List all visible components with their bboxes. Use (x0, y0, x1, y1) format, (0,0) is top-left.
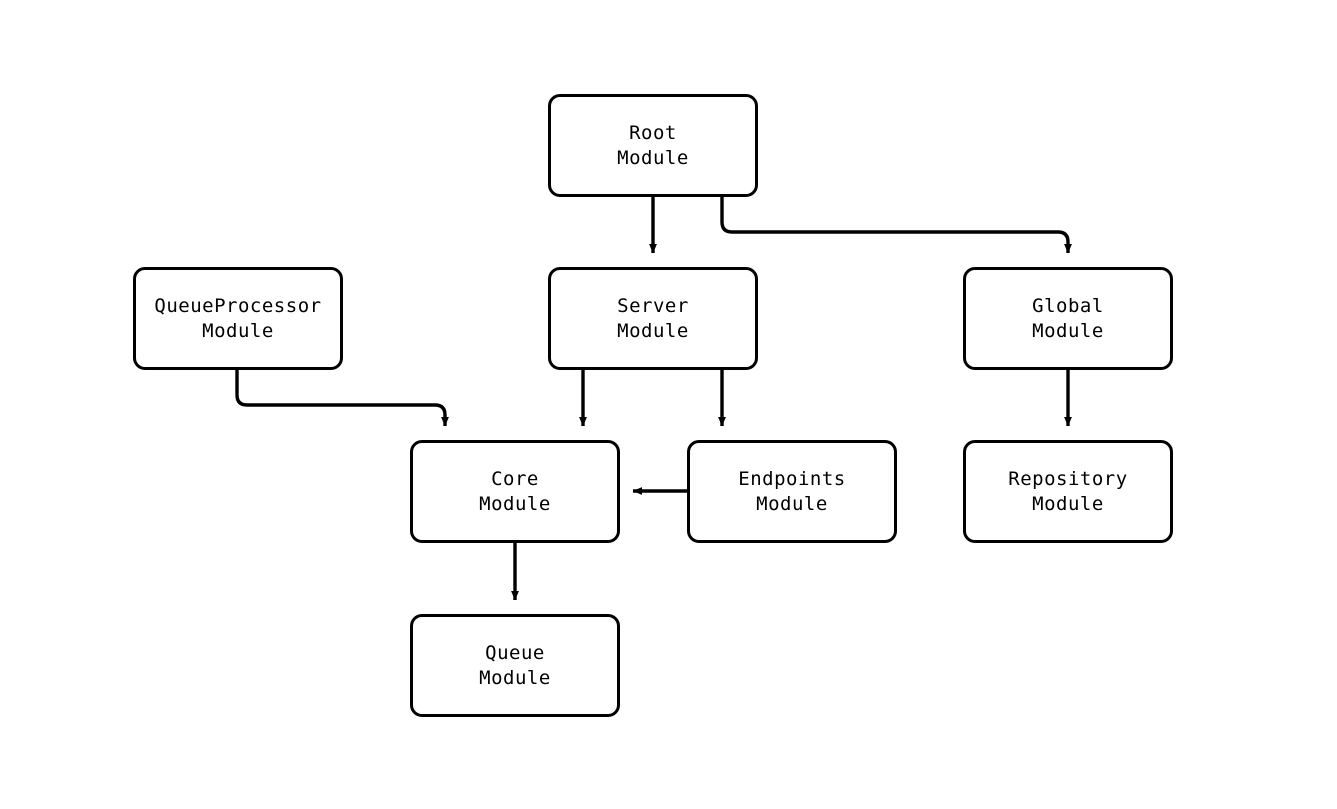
node-root-module[interactable]: Root Module (548, 94, 758, 197)
node-server-module[interactable]: Server Module (548, 267, 758, 370)
node-endpoints-module[interactable]: Endpoints Module (687, 440, 897, 543)
node-server-module-name: Server (617, 295, 689, 318)
node-queue-module-name: Queue (485, 642, 545, 665)
node-global-module[interactable]: Global Module (963, 267, 1173, 370)
node-repository-module[interactable]: Repository Module (963, 440, 1173, 543)
node-root-module-name: Root (629, 122, 677, 145)
node-queueprocessor-module-suffix: Module (202, 319, 274, 342)
node-endpoints-module-suffix: Module (756, 492, 828, 515)
edge-queueprocessor-to-core (235, 370, 449, 427)
node-queue-module-suffix: Module (479, 666, 551, 689)
node-core-module-suffix: Module (479, 492, 551, 515)
edge-root-to-global (720, 197, 1072, 254)
node-queue-module[interactable]: Queue Module (410, 614, 620, 717)
node-endpoints-module-name: Endpoints (738, 468, 846, 491)
node-queueprocessor-module-name: QueueProcessor (154, 295, 322, 318)
node-server-module-suffix: Module (617, 319, 689, 342)
node-global-module-suffix: Module (1032, 319, 1104, 342)
node-repository-module-suffix: Module (1032, 492, 1104, 515)
node-global-module-name: Global (1032, 295, 1104, 318)
node-root-module-suffix: Module (617, 146, 689, 169)
node-core-module-name: Core (491, 468, 539, 491)
node-repository-module-name: Repository (1008, 468, 1128, 491)
node-queueprocessor-module[interactable]: QueueProcessor Module (133, 267, 343, 370)
node-core-module[interactable]: Core Module (410, 440, 620, 543)
